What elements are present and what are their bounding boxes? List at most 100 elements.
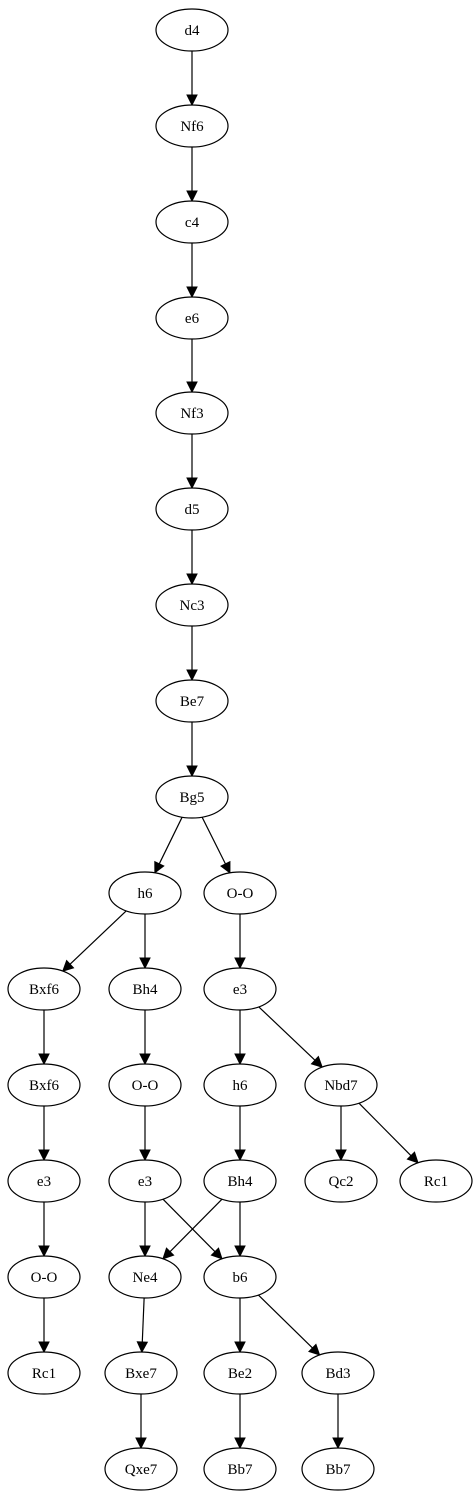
move-node-bh4: Bh4 — [108, 967, 182, 1011]
node-ellipse — [108, 1255, 182, 1299]
node-label: h6 — [233, 1078, 249, 1094]
edge-oo_c-to-rc1b — [38, 1298, 50, 1354]
node-label: Qxe7 — [125, 1462, 158, 1478]
move-node-nf6: Nf6 — [155, 104, 229, 148]
node-ellipse — [203, 1063, 277, 1107]
edge-e3b-to-oo_c — [38, 1202, 50, 1258]
node-ellipse — [203, 967, 277, 1011]
node-ellipse — [108, 967, 182, 1011]
node-label: e6 — [185, 311, 200, 327]
arrowhead — [186, 94, 198, 107]
edge-h6a-to-bh4a — [139, 914, 151, 970]
node-label: Bxf6 — [29, 982, 60, 998]
edge-b6-to-bd3 — [257, 1294, 321, 1356]
move-node-h6: h6 — [203, 1063, 277, 1107]
arrowhead — [234, 1149, 246, 1162]
move-node-rc1: Rc1 — [7, 1351, 81, 1395]
arrowhead — [38, 1053, 50, 1066]
edge-be2-to-bb7a — [234, 1394, 246, 1450]
edge-bxe7-to-qxe7 — [135, 1394, 147, 1450]
node-label: Bh4 — [227, 1174, 253, 1190]
arrowhead — [234, 957, 246, 970]
node-label: d4 — [185, 23, 201, 39]
edge-bd3-to-bb7b — [332, 1394, 344, 1450]
edge-bh4b-to-ne4 — [162, 1198, 223, 1260]
node-ellipse — [203, 1351, 277, 1395]
node-ellipse — [108, 1063, 182, 1107]
move-node-bb7: Bb7 — [203, 1447, 277, 1491]
arrowhead — [139, 1053, 151, 1066]
move-node-be7: Be7 — [155, 679, 229, 723]
move-node-o-o: O-O — [203, 871, 277, 915]
arrowhead — [234, 1341, 246, 1354]
node-ellipse — [203, 1447, 277, 1491]
edge-e3a-to-h6b — [234, 1010, 246, 1066]
move-node-bxf6: Bxf6 — [7, 1063, 81, 1107]
node-label: e3 — [233, 982, 247, 998]
move-node-qxe7: Qxe7 — [104, 1447, 178, 1491]
move-node-e6: e6 — [155, 296, 229, 340]
move-node-bh4: Bh4 — [203, 1159, 277, 1203]
move-node-b6: b6 — [203, 1255, 277, 1299]
node-ellipse — [203, 871, 277, 915]
move-node-e3: e3 — [7, 1159, 81, 1203]
edge-line — [158, 816, 183, 865]
node-label: Nf6 — [180, 119, 204, 135]
arrowhead — [186, 573, 198, 586]
node-label: h6 — [138, 886, 154, 902]
node-label: d5 — [185, 502, 200, 518]
node-ellipse — [108, 1159, 182, 1203]
edge-ne4-to-bxe7 — [136, 1297, 149, 1354]
node-ellipse — [155, 104, 229, 148]
move-node-nc3: Nc3 — [155, 583, 229, 627]
node-ellipse — [155, 775, 229, 819]
edge-c4-to-e6 — [186, 243, 198, 299]
node-label: Bb7 — [227, 1462, 253, 1478]
arrowhead — [186, 381, 198, 394]
node-ellipse — [155, 487, 229, 531]
node-ellipse — [155, 391, 229, 435]
node-label: Bxe7 — [125, 1366, 157, 1382]
node-label: O-O — [227, 886, 254, 902]
node-ellipse — [7, 967, 81, 1011]
move-node-e3: e3 — [108, 1159, 182, 1203]
node-label: Bh4 — [132, 982, 158, 998]
arrowhead — [38, 1245, 50, 1258]
edge-e6-to-nf3 — [186, 339, 198, 394]
move-node-bb7: Bb7 — [301, 1447, 375, 1491]
node-ellipse — [155, 679, 229, 723]
edge-be7-to-bg5 — [186, 722, 198, 778]
edge-h6b-to-bh4b — [234, 1106, 246, 1162]
arrowhead — [234, 1437, 246, 1450]
edge-nbd7-to-rc1a — [358, 1102, 419, 1164]
move-node-be2: Be2 — [203, 1351, 277, 1395]
edge-line — [258, 1006, 316, 1061]
arrowhead — [186, 477, 198, 490]
node-ellipse — [155, 583, 229, 627]
edge-oo_b-to-e3c — [139, 1106, 151, 1162]
arrowhead — [234, 1053, 246, 1066]
node-label: Bg5 — [179, 790, 204, 806]
edge-b6-to-be2 — [234, 1298, 246, 1354]
node-ellipse — [304, 1063, 378, 1107]
node-ellipse — [301, 1447, 375, 1491]
move-node-o-o: O-O — [7, 1255, 81, 1299]
arrowhead — [220, 860, 231, 874]
node-ellipse — [104, 1351, 178, 1395]
node-ellipse — [7, 1063, 81, 1107]
arrowhead — [135, 1437, 147, 1450]
move-node-d5: d5 — [155, 487, 229, 531]
move-node-bxe7: Bxe7 — [104, 1351, 178, 1395]
node-ellipse — [203, 1255, 277, 1299]
node-ellipse — [155, 296, 229, 340]
edge-bg5-to-oo_a — [201, 816, 231, 874]
arrowhead — [162, 1247, 175, 1260]
node-label: Rc1 — [32, 1366, 56, 1382]
node-label: O-O — [132, 1078, 159, 1094]
edge-nf6-to-c4 — [186, 147, 198, 203]
arrowhead — [154, 860, 165, 874]
node-label: c4 — [185, 215, 200, 231]
edge-d4-to-nf6 — [186, 51, 198, 107]
